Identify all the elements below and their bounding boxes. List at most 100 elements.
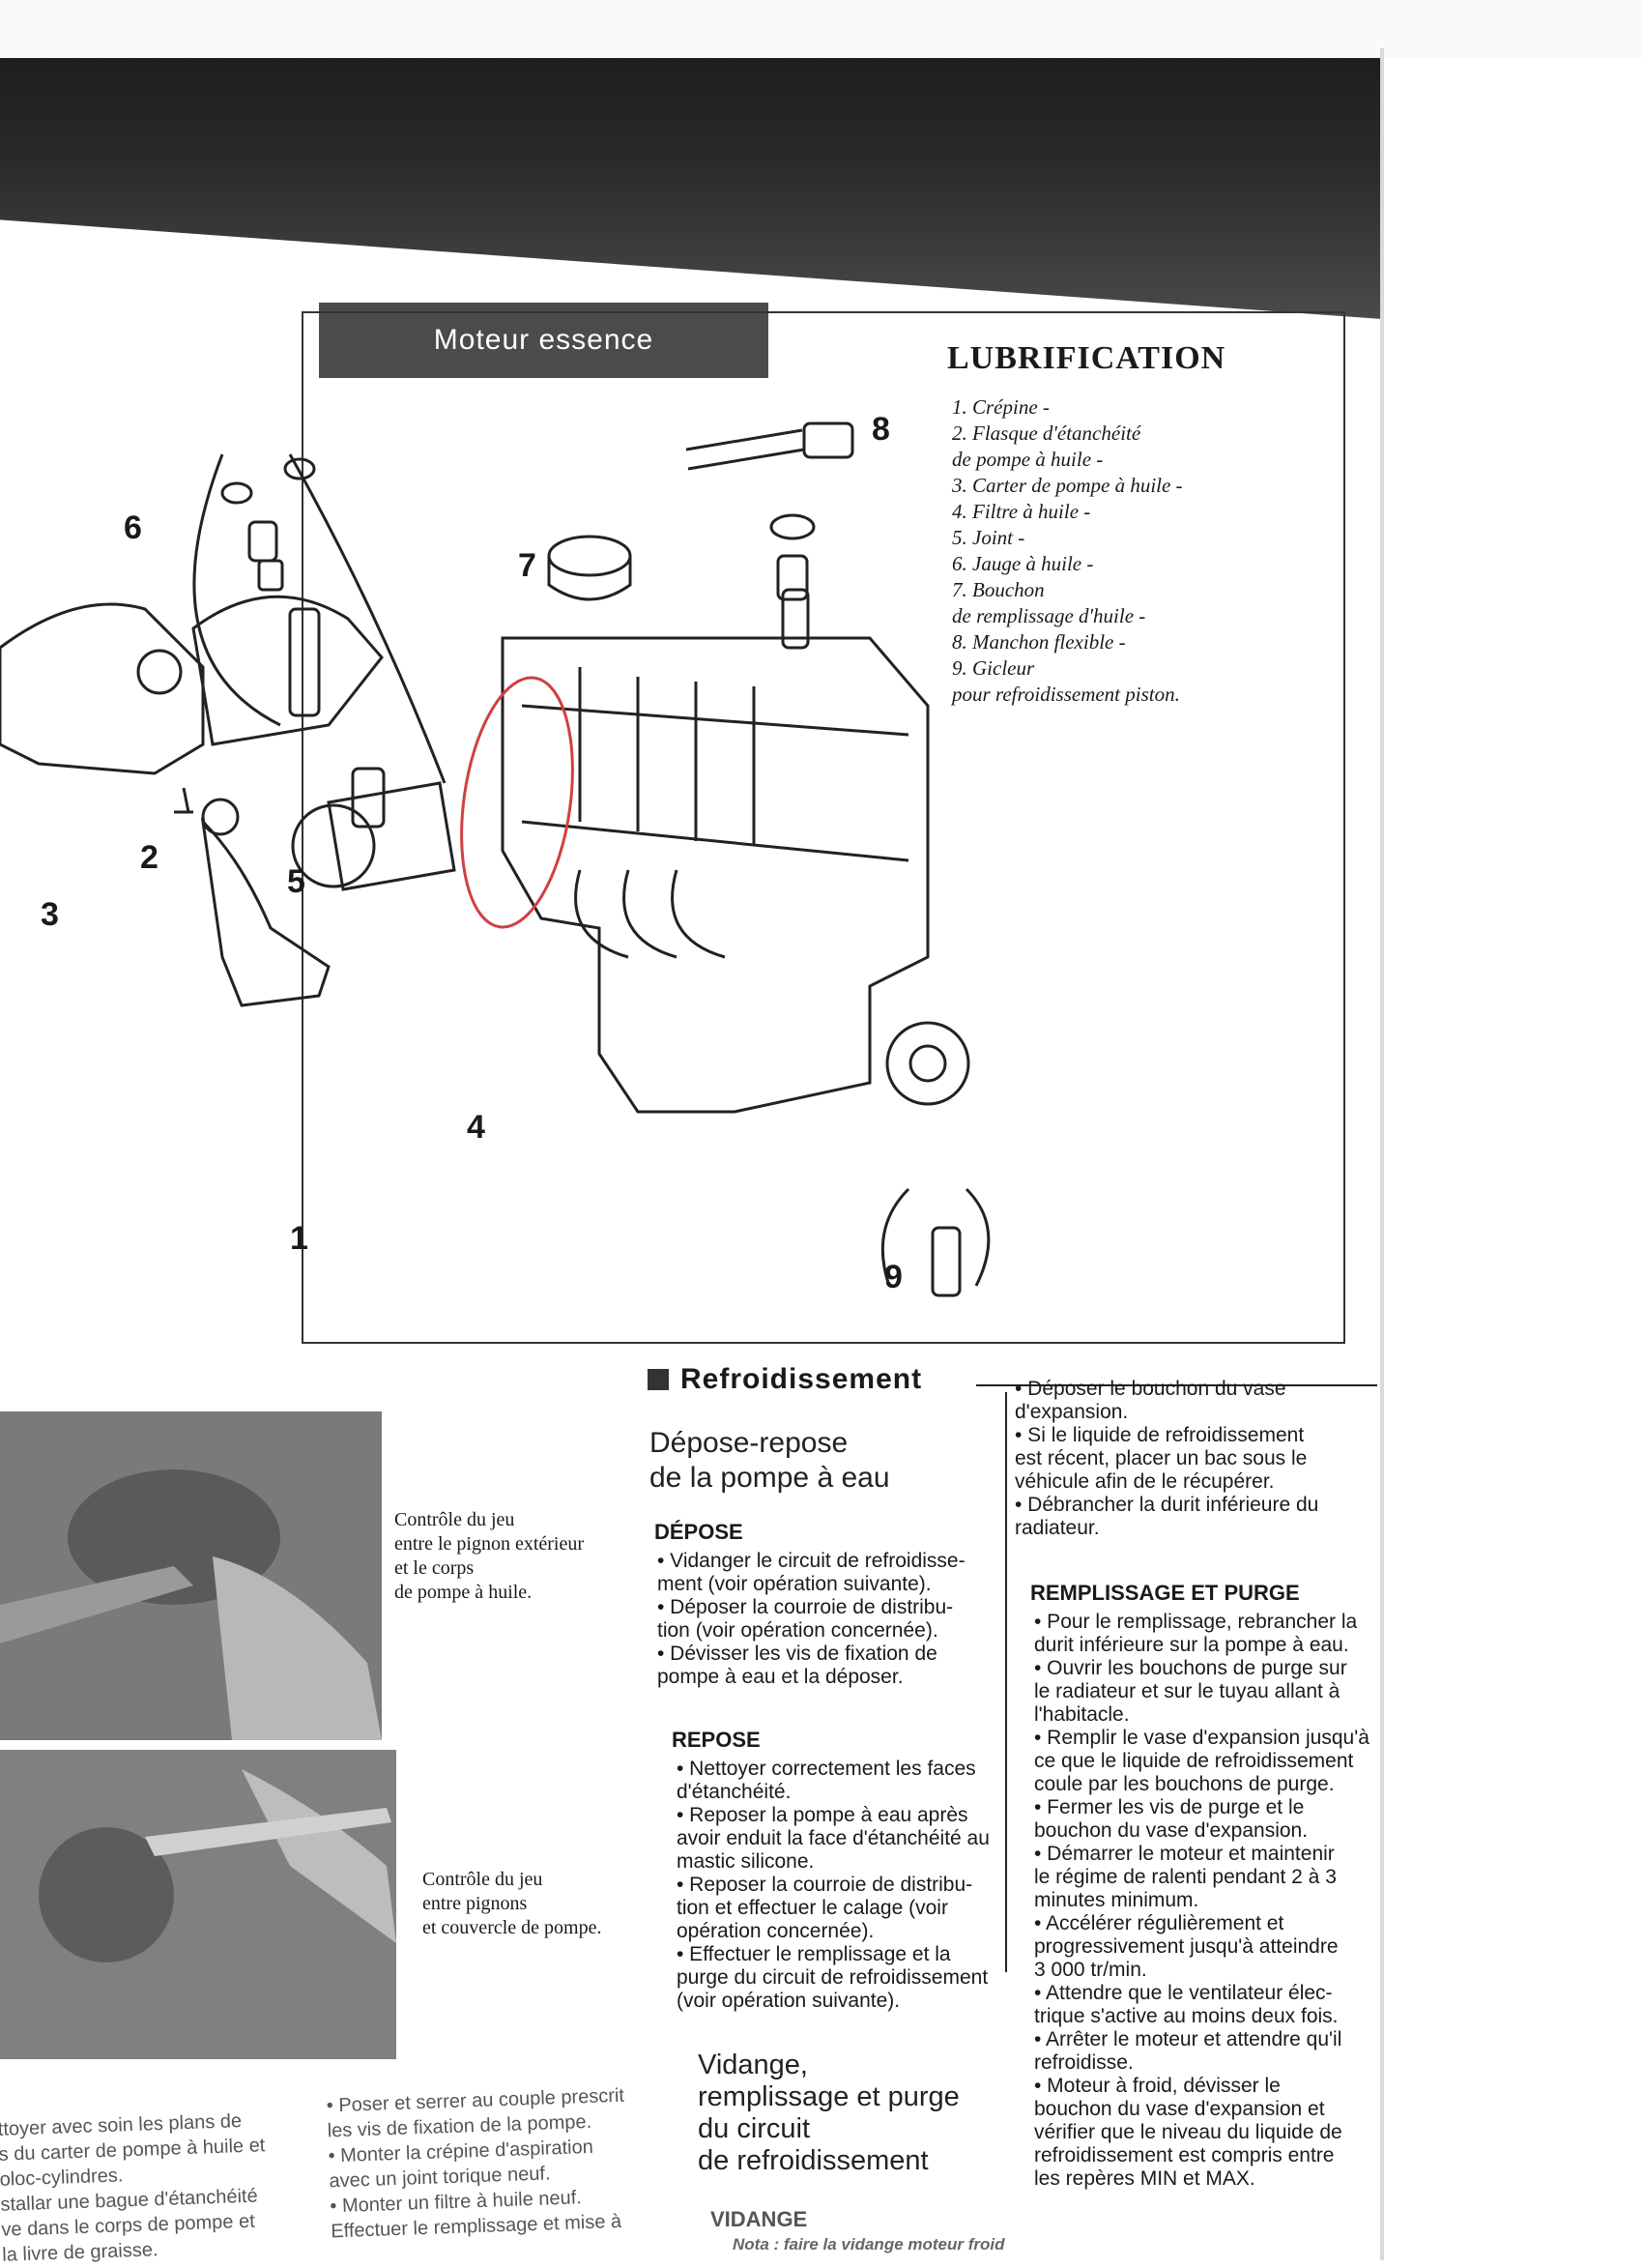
callout-2: 2 bbox=[140, 839, 159, 876]
vidange-title: Vidange, remplissage et purge du circuit… bbox=[698, 2050, 960, 2177]
text-line: • Arrêter le moteur et attendre qu'il bbox=[1034, 2028, 1342, 2050]
caption-line: de pompe à huile. bbox=[394, 1582, 533, 1603]
repose-text: • Nettoyer correctement les faces d'étan… bbox=[677, 1758, 990, 2013]
text-line: • Vidanger le circuit de refroidisse- bbox=[657, 1550, 966, 1572]
legend-line: 8. Manchon flexible - bbox=[952, 630, 1126, 654]
callout-5: 5 bbox=[287, 863, 305, 900]
photo2-caption: Contrôle du jeu entre pignons et couverc… bbox=[422, 1868, 601, 1940]
column-divider bbox=[1005, 1392, 1007, 1972]
text-line: les repères MIN et MAX. bbox=[1034, 2167, 1255, 2190]
callout-3: 3 bbox=[41, 896, 59, 933]
text-line: véhicule afin de le récupérer. bbox=[1015, 1470, 1275, 1493]
legend-line: 9. Gicleur bbox=[952, 656, 1035, 680]
refroidissement-heading-label: Refroidissement bbox=[680, 1363, 923, 1395]
caption-line: entre pignons bbox=[422, 1893, 528, 1914]
bottom-left-text: ttoyer avec soin les plans de s du carte… bbox=[0, 2108, 269, 2268]
text-line: tion et effectuer le calage (voir bbox=[677, 1897, 948, 1919]
text-line: bouchon du vase d'expansion. bbox=[1034, 1819, 1309, 1842]
photo-pump-gear-check bbox=[0, 1411, 382, 1740]
caption-line: et couvercle de pompe. bbox=[422, 1917, 602, 1938]
scan-shadow-band bbox=[0, 58, 1382, 319]
repose-heading: REPOSE bbox=[672, 1728, 761, 1752]
vidange-note: Nota : faire la vidange moteur froid bbox=[733, 2235, 1005, 2253]
text-line: est récent, placer un bac sous le bbox=[1015, 1447, 1308, 1469]
heading-rule bbox=[976, 1384, 1377, 1386]
legend-line: 6. Jauge à huile - bbox=[952, 552, 1094, 575]
text-line: • Déposer la courroie de distribu- bbox=[657, 1596, 954, 1618]
text-line: d'expansion. bbox=[1015, 1401, 1129, 1423]
text-line: • Pour le remplissage, rebrancher la bbox=[1034, 1611, 1358, 1633]
text-line: • Attendre que le ventilateur élec- bbox=[1034, 1982, 1333, 2004]
legend-line: 1. Crépine - bbox=[952, 395, 1050, 419]
text-line: ce que le liquide de refroidissement bbox=[1034, 1750, 1354, 1772]
text-line: refroidisse. bbox=[1034, 2051, 1134, 2074]
bottom-middle-text: • Poser et serrer au couple prescrit les… bbox=[326, 2083, 629, 2245]
text-line: • Ouvrir les bouchons de purge sur bbox=[1034, 1657, 1347, 1679]
text-line: ment (voir opération suivante). bbox=[657, 1573, 932, 1595]
legend-line: 4. Filtre à huile - bbox=[952, 500, 1091, 523]
text-line: durit inférieure sur la pompe à eau. bbox=[1034, 1634, 1349, 1656]
text-line: • Reposer la pompe à eau après bbox=[677, 1804, 968, 1826]
caption-line: Contrôle du jeu bbox=[394, 1509, 515, 1530]
legend-line: de remplissage d'huile - bbox=[952, 604, 1146, 627]
text-line: • Remplir le vase d'expansion jusqu'à bbox=[1034, 1727, 1369, 1749]
diagram-frame bbox=[302, 311, 1345, 1344]
section-header-band: Moteur essence bbox=[319, 303, 768, 378]
text-line: (voir opération suivante). bbox=[677, 1990, 901, 2012]
callout-1: 1 bbox=[290, 1220, 308, 1257]
legend-line: 3. Carter de pompe à huile - bbox=[952, 474, 1183, 497]
photo1-caption: Contrôle du jeu entre le pignon extérieu… bbox=[394, 1508, 584, 1605]
section-header-label: Moteur essence bbox=[433, 324, 654, 356]
text-line: opération concernée). bbox=[677, 1920, 875, 1942]
caption-line: et le corps bbox=[394, 1557, 475, 1579]
pompe-title: Dépose-repose de la pompe à eau bbox=[649, 1426, 890, 1496]
title-line: de refroidissement bbox=[698, 2145, 929, 2176]
legend-line: 7. Bouchon bbox=[952, 578, 1045, 601]
engine-exploded-diagram bbox=[0, 422, 991, 1297]
title-line: Dépose-repose bbox=[649, 1427, 849, 1459]
section-bullet-icon bbox=[648, 1369, 669, 1390]
text-line: mastic silicone. bbox=[677, 1850, 815, 1873]
legend-line: pour refroidissement piston. bbox=[952, 683, 1180, 706]
title-line: du circuit bbox=[698, 2113, 811, 2144]
text-line: • Dévisser les vis de fixation de bbox=[657, 1643, 937, 1665]
refroidissement-heading: Refroidissement bbox=[648, 1363, 922, 1396]
text-line: le radiateur et sur le tuyau allant à bbox=[1034, 1680, 1340, 1702]
text-line: • Déposer le bouchon du vase bbox=[1015, 1378, 1286, 1400]
callout-4: 4 bbox=[467, 1109, 485, 1146]
text-line: coule par les bouchons de purge. bbox=[1034, 1773, 1335, 1795]
text-line: radiateur. bbox=[1015, 1517, 1100, 1539]
text-line: • Démarrer le moteur et maintenir bbox=[1034, 1843, 1335, 1865]
text-line: • Accélérer régulièrement et bbox=[1034, 1912, 1284, 1934]
caption-line: Contrôle du jeu bbox=[422, 1869, 543, 1890]
depose-text: • Vidanger le circuit de refroidisse- me… bbox=[657, 1550, 966, 1689]
text-line: progressivement jusqu'à atteindre bbox=[1034, 1935, 1339, 1958]
remplissage-heading: REMPLISSAGE ET PURGE bbox=[1030, 1581, 1300, 1605]
text-line: • Nettoyer correctement les faces bbox=[677, 1758, 976, 1780]
text-line: • Moteur à froid, dévisser le bbox=[1034, 2075, 1281, 2097]
text-line: bouchon du vase d'expansion et bbox=[1034, 2098, 1325, 2120]
title-line: de la pompe à eau bbox=[649, 1462, 890, 1494]
legend-line: 2. Flasque d'étanchéité bbox=[952, 422, 1141, 445]
title-line: Vidange, bbox=[698, 2050, 808, 2080]
text-line: pompe à eau et la déposer. bbox=[657, 1666, 904, 1688]
text-line: vérifier que le niveau du liquide de bbox=[1034, 2121, 1342, 2143]
text-line: • Débrancher la durit inférieure du bbox=[1015, 1494, 1319, 1516]
text-line: le régime de ralenti pendant 2 à 3 bbox=[1034, 1866, 1337, 1888]
text-line: • Si le liquide de refroidissement bbox=[1015, 1424, 1305, 1446]
text-line: avoir enduit la face d'étanchéité au bbox=[677, 1827, 990, 1849]
vidange-heading: VIDANGE bbox=[710, 2207, 808, 2231]
callout-7: 7 bbox=[518, 547, 536, 584]
page-edge bbox=[1380, 48, 1384, 2260]
callout-6: 6 bbox=[124, 509, 142, 546]
depose-heading: DÉPOSE bbox=[654, 1520, 743, 1544]
title-line: remplissage et purge bbox=[698, 2081, 960, 2112]
lubrification-title: LUBRIFICATION bbox=[947, 340, 1226, 376]
legend-line: de pompe à huile - bbox=[952, 448, 1104, 471]
text-line: minutes minimum. bbox=[1034, 1889, 1199, 1911]
text-line: trique s'active au moins deux fois. bbox=[1034, 2005, 1339, 2027]
text-line: • Fermer les vis de purge et le bbox=[1034, 1796, 1305, 1818]
text-line: 3 000 tr/min. bbox=[1034, 1959, 1147, 1981]
text-line: l'habitacle. bbox=[1034, 1703, 1130, 1726]
red-circle-annotation bbox=[460, 676, 574, 929]
